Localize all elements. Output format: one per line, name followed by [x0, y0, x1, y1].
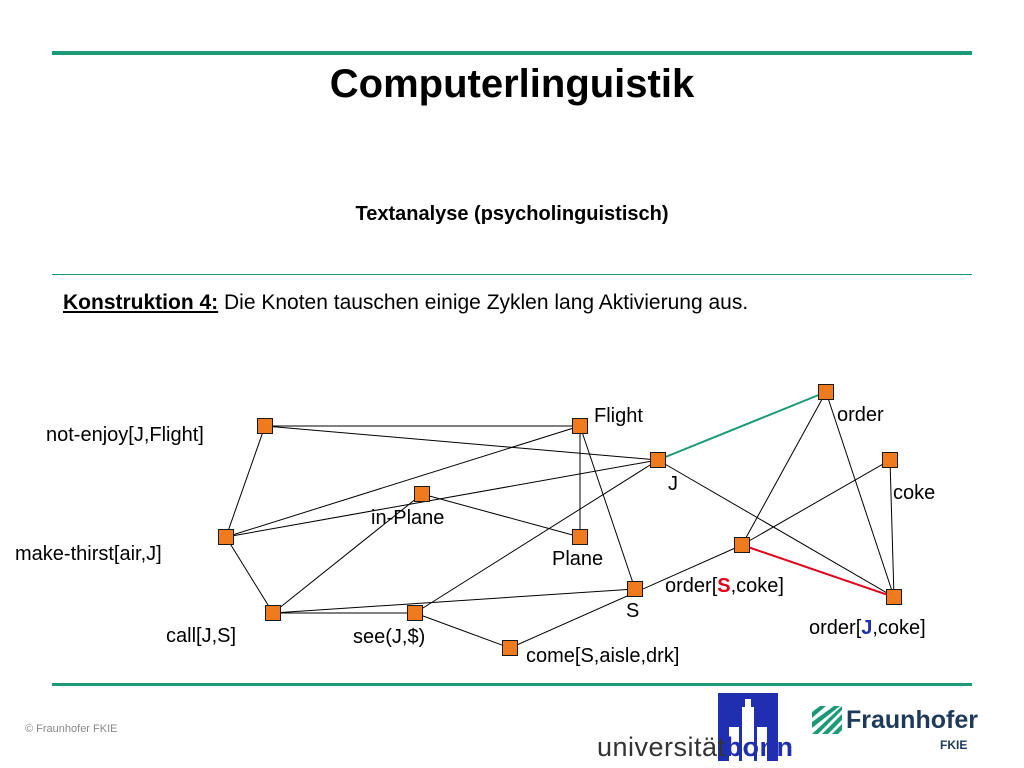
fraunhofer-logo-mark: [812, 706, 842, 734]
university-bonn-wordmark: universitätbonn: [597, 732, 794, 762]
node-J: [650, 452, 666, 468]
node-label-call: call[J,S]: [166, 625, 237, 647]
edge-not-enjoy-make-thirst: [225, 425, 266, 538]
edge-J-order: [657, 391, 827, 461]
intro-lead: Konstruktion 4:: [63, 291, 219, 314]
edge-order-order-S: [741, 391, 827, 546]
edge-make-thirst-call: [225, 536, 274, 614]
node-order-J: [886, 589, 902, 605]
edge-flight-make-thirst: [225, 425, 581, 538]
node-label-come: come[S,aisle,drk]: [526, 645, 680, 667]
node-S: [627, 581, 643, 597]
node-label-see: see(J,$): [353, 626, 426, 648]
node-come: [502, 640, 518, 656]
edge-in-plane-plane: [421, 493, 581, 538]
edge-not-enjoy-J: [264, 425, 659, 461]
edge-flight-S: [579, 425, 636, 590]
node-label-order-s: order[S,coke]: [665, 575, 784, 597]
edge-order-order-J: [825, 391, 895, 598]
intro-text: Die Knoten tauschen einige Zyklen lang A…: [218, 291, 749, 314]
edge-see-come: [414, 612, 511, 649]
top-rule: [52, 51, 972, 55]
node-label-not-enjoy: not-enjoy[J,Flight]: [46, 424, 204, 446]
copyright-notice: © Fraunhofer FKIE: [25, 723, 118, 735]
node-label-flight: Flight: [594, 405, 643, 427]
page-title: Computerlinguistik: [329, 62, 695, 106]
node-plane: [572, 529, 588, 545]
node-label-s: S: [626, 600, 640, 622]
graph-edges: [225, 391, 895, 649]
edge-J-see: [414, 459, 659, 614]
edge-in-plane-call: [272, 493, 423, 614]
fraunhofer-wordmark: Fraunhofer: [846, 706, 978, 734]
edge-order-S-order-J: [741, 544, 895, 598]
page-subtitle: Textanalyse (psycholinguistisch): [355, 203, 669, 225]
intro-paragraph: Konstruktion 4: Die Knoten tauschen eini…: [63, 291, 748, 315]
node-see: [407, 605, 423, 621]
edge-J-make-thirst: [225, 459, 659, 538]
highlight-s: S: [717, 575, 731, 597]
node-label-order: order: [837, 404, 884, 426]
node-make-thirst: [218, 529, 234, 545]
node-coke: [882, 452, 898, 468]
node-label-coke: coke: [893, 482, 936, 504]
node-in-plane: [414, 486, 430, 502]
node-label-order-j: order[J,coke]: [809, 617, 926, 639]
node-not-enjoy: [257, 418, 273, 434]
node-label-plane: Plane: [552, 548, 604, 570]
node-label-make-thirst: make-thirst[air,J]: [15, 543, 162, 565]
bottom-rule: [52, 683, 972, 686]
edge-come-order-S: [509, 544, 743, 649]
graph-nodes: [218, 384, 902, 656]
node-order: [818, 384, 834, 400]
edge-coke-order-J: [889, 459, 895, 598]
university-bonn-logo: [718, 693, 778, 761]
node-flight: [572, 418, 588, 434]
node-order-S: [734, 537, 750, 553]
node-call: [265, 605, 281, 621]
node-label-in-plane: in-Plane: [371, 507, 445, 529]
highlight-j: J: [861, 617, 873, 639]
node-label-j: J: [668, 473, 678, 495]
middle-rule: [52, 274, 972, 275]
edge-J-order-J: [657, 459, 895, 598]
edge-call-S: [272, 588, 636, 614]
fraunhofer-institute-name: FKIE: [940, 738, 968, 752]
edge-coke-order-S: [741, 459, 891, 546]
